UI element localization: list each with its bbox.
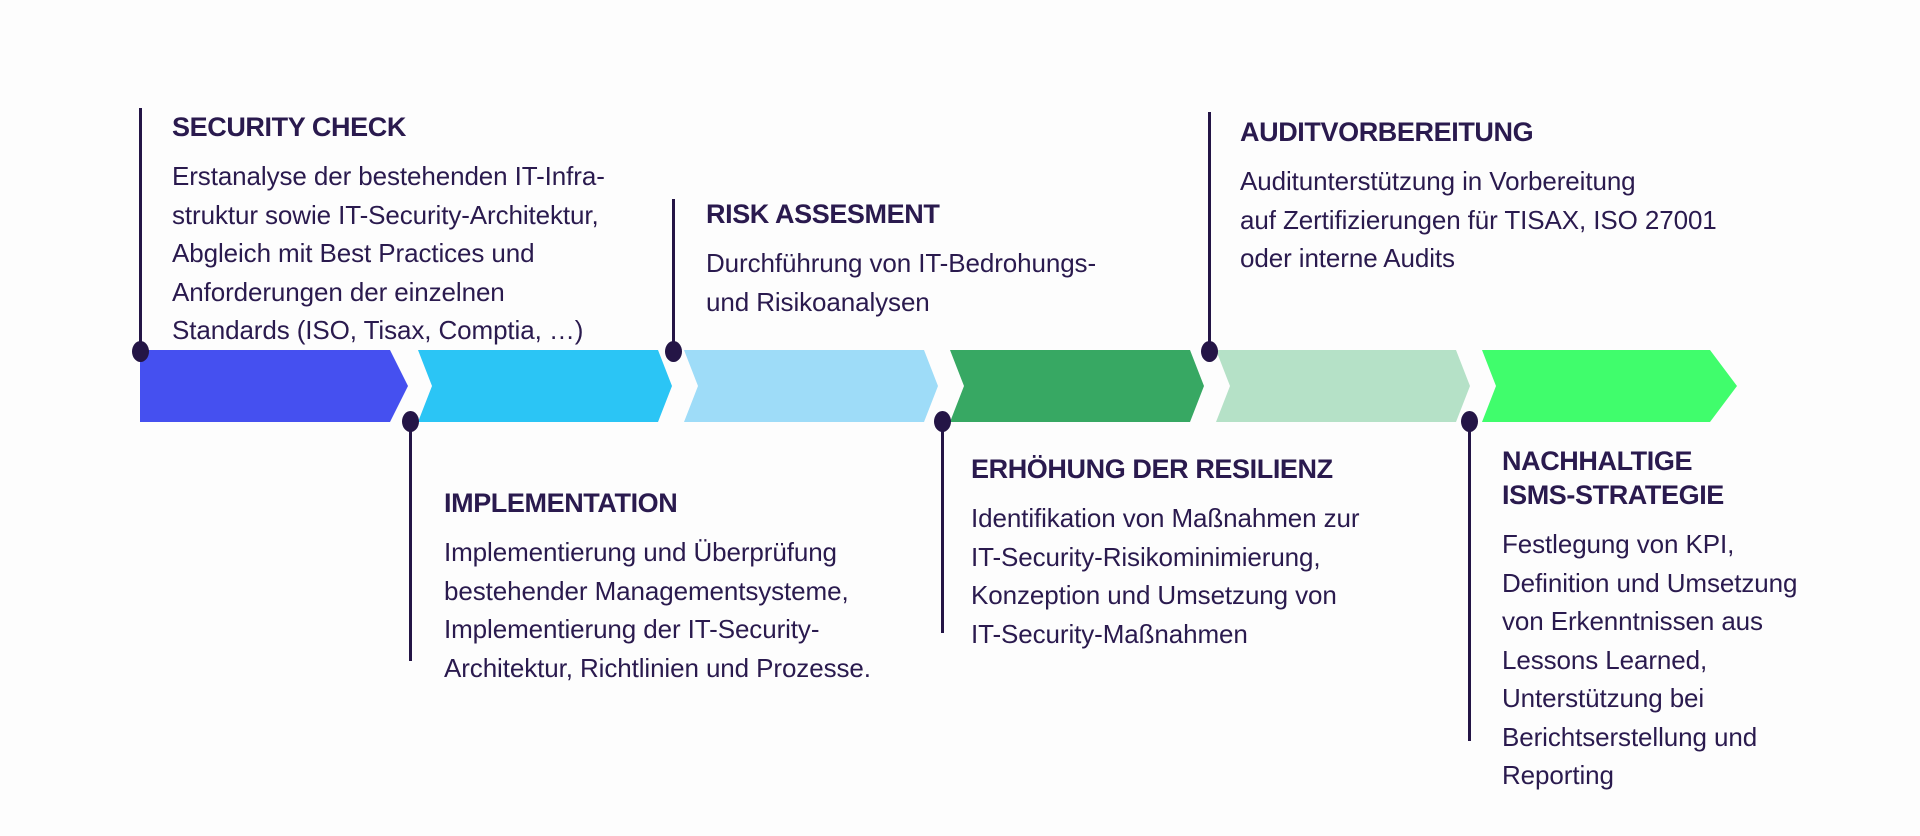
stage-body-nachhaltige-isms-strategie: Festlegung von KPI, Definition und Umset…: [1502, 529, 1798, 790]
connector-dot-security-check: [132, 341, 149, 362]
connector-dot-nachhaltige-isms-strategie: [1461, 411, 1478, 432]
stage-body-security-check: Erstanalyse der bestehenden IT-Infra- st…: [172, 161, 605, 345]
stage-label-risk-assesment: RISK ASSESMENT Durchführung von IT-Bedro…: [706, 197, 1096, 321]
connector-line-auditvorbereitung: [1208, 112, 1211, 352]
stage-title-auditvorbereitung: AUDITVORBEREITUNG: [1240, 117, 1534, 147]
chevron-nachhaltige-isms-strategie: [1482, 350, 1737, 422]
stage-title-risk-assesment: RISK ASSESMENT: [706, 199, 940, 229]
chevron-implementation: [418, 350, 672, 422]
chevron-security-check: [140, 350, 408, 422]
stage-label-erhoehung-der-resilienz: ERHÖHUNG DER RESILIENZ Identifikation vo…: [971, 452, 1360, 653]
connector-line-risk-assesment: [672, 199, 675, 352]
stage-body-auditvorbereitung: Auditunterstützung in Vorbereitung auf Z…: [1240, 166, 1717, 273]
connector-dot-implementation: [402, 411, 419, 432]
connector-dot-auditvorbereitung: [1201, 341, 1218, 362]
stage-title-erhoehung-der-resilienz: ERHÖHUNG DER RESILIENZ: [971, 454, 1333, 484]
connector-line-implementation: [409, 421, 412, 661]
stage-label-auditvorbereitung: AUDITVORBEREITUNG Auditunterstützung in …: [1240, 115, 1717, 278]
connector-line-nachhaltige-isms-strategie: [1468, 421, 1471, 741]
stage-title-implementation: IMPLEMENTATION: [444, 488, 678, 518]
connector-dot-erhoehung-der-resilienz: [934, 411, 951, 432]
connector-dot-risk-assesment: [665, 341, 682, 362]
stage-body-implementation: Implementierung und Überprüfung bestehen…: [444, 537, 871, 683]
connector-line-security-check: [139, 108, 142, 352]
chevron-risk-assesment: [684, 350, 938, 422]
chevron-auditvorbereitung: [1216, 350, 1470, 422]
stage-title-nachhaltige-isms-strategie: NACHHALTIGE ISMS-STRATEGIE: [1502, 446, 1724, 510]
stage-label-security-check: SECURITY CHECK Erstanalyse der bestehend…: [172, 110, 605, 350]
stage-label-implementation: IMPLEMENTATION Implementierung und Überp…: [444, 486, 871, 687]
stage-body-risk-assesment: Durchführung von IT-Bedrohungs- und Risi…: [706, 248, 1097, 317]
stage-body-erhoehung-der-resilienz: Identifikation von Maßnahmen zur IT-Secu…: [971, 503, 1360, 649]
connector-line-erhoehung-der-resilienz: [941, 421, 944, 633]
chevron-erhoehung-der-resilienz: [950, 350, 1204, 422]
stage-label-nachhaltige-isms-strategie: NACHHALTIGE ISMS-STRATEGIE Festlegung vo…: [1502, 444, 1797, 795]
stage-title-security-check: SECURITY CHECK: [172, 112, 406, 142]
